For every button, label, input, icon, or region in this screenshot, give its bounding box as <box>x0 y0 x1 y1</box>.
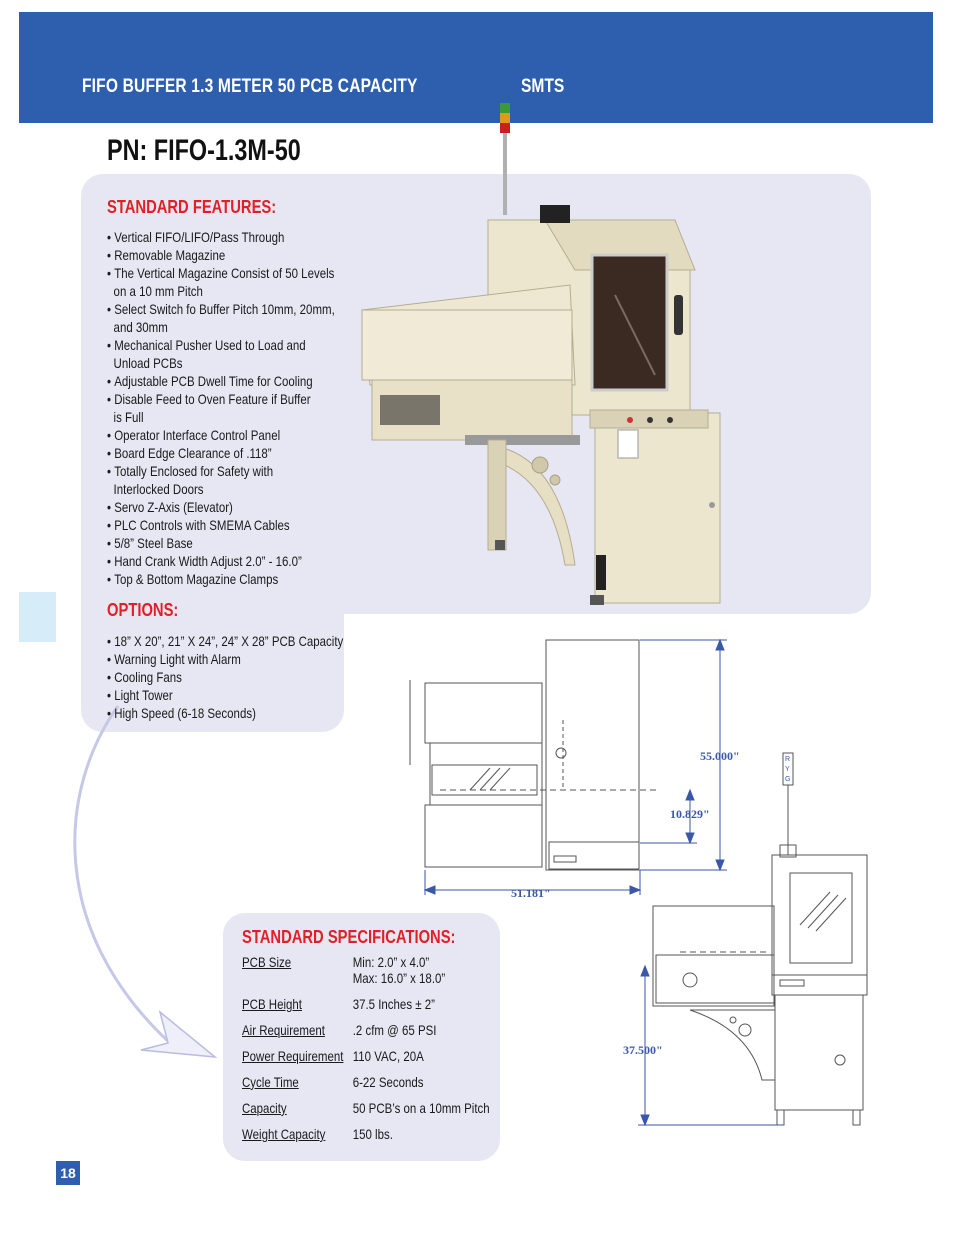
dimension-conveyor-height: 37.500" <box>623 1043 663 1057</box>
feature-item: 5/8” Steel Base <box>107 534 349 552</box>
spec-label: Air Requirement <box>242 1022 325 1038</box>
spec-label: Capacity <box>242 1100 287 1116</box>
feature-item: PLC Controls with SMEMA Cables <box>107 516 349 534</box>
option-item: 18” X 20”, 21” X 24”, 24” X 28” PCB Capa… <box>107 632 353 650</box>
spec-value: Min: 2.0” x 4.0” Max: 16.0” x 18.0” <box>352 954 446 986</box>
dimension-offset: 10.829" <box>670 807 710 821</box>
spec-label: Weight Capacity <box>242 1126 326 1142</box>
feature-item: The Vertical Magazine Consist of 50 Leve… <box>107 264 349 300</box>
spec-row: Air Requirement .2 cfm @ 65 PSI <box>242 1022 490 1038</box>
header-title: FIFO BUFFER 1.3 METER 50 PCB CAPACITY <box>82 76 418 97</box>
features-list: Vertical FIFO/LIFO/Pass ThroughRemovable… <box>107 228 349 588</box>
spec-row: PCB Size Min: 2.0” x 4.0” Max: 16.0” x 18… <box>242 954 490 986</box>
feature-item: Disable Feed to Oven Feature if Buffer i… <box>107 390 349 426</box>
dimension-width: 51.181" <box>511 886 551 900</box>
option-item: High Speed (6-18 Seconds) <box>107 704 353 722</box>
options-list: 18” X 20”, 21” X 24”, 24” X 28” PCB Capa… <box>107 632 353 722</box>
tower-letter-yellow: Y <box>785 766 790 773</box>
spec-value: 110 VAC, 20A <box>352 1048 424 1064</box>
feature-item: Board Edge Clearance of .118” <box>107 444 349 462</box>
spec-value: 50 PCB’s on a 10mm Pitch <box>352 1100 490 1116</box>
feature-item: Totally Enclosed for Safety with Interlo… <box>107 462 349 498</box>
feature-item: Removable Magazine <box>107 246 349 264</box>
option-item: Light Tower <box>107 686 353 704</box>
header-brand: SMTS <box>521 76 565 97</box>
features-title: STANDARD FEATURES: <box>107 197 277 217</box>
tower-letter-green: G <box>785 776 790 783</box>
dimension-height: 55.000" <box>700 749 740 763</box>
spec-row: Power Requirement 110 VAC, 20A <box>242 1048 490 1064</box>
header-banner: FIFO BUFFER 1.3 METER 50 PCB CAPACITY SM… <box>19 12 933 123</box>
feature-item: Servo Z-Axis (Elevator) <box>107 498 349 516</box>
machine-photo <box>361 103 721 605</box>
spec-label: Power Requirement <box>242 1048 344 1064</box>
feature-item: Top & Bottom Magazine Clamps <box>107 570 349 588</box>
spec-label: PCB Height <box>242 996 302 1012</box>
spec-row: Cycle Time 6-22 Seconds <box>242 1074 490 1090</box>
feature-item: Mechanical Pusher Used to Load and Unloa… <box>107 336 349 372</box>
spec-row: PCB Height 37.5 Inches ± 2” <box>242 996 490 1012</box>
spec-value: 37.5 Inches ± 2” <box>352 996 435 1012</box>
part-number: PN: FIFO-1.3M-50 <box>107 134 301 167</box>
spec-label: Cycle Time <box>242 1074 299 1090</box>
specifications-table: PCB Size Min: 2.0” x 4.0” Max: 16.0” x 18… <box>242 954 490 1152</box>
option-item: Cooling Fans <box>107 668 353 686</box>
side-tab <box>19 592 56 642</box>
page-number: 18 <box>56 1161 80 1185</box>
feature-item: Operator Interface Control Panel <box>107 426 349 444</box>
feature-item: Adjustable PCB Dwell Time for Cooling <box>107 372 349 390</box>
options-title: OPTIONS: <box>107 600 179 620</box>
specifications-title: STANDARD SPECIFICATIONS: <box>242 927 456 947</box>
spec-row: Capacity 50 PCB’s on a 10mm Pitch <box>242 1100 490 1116</box>
specifications-panel <box>223 913 500 1161</box>
feature-item: Vertical FIFO/LIFO/Pass Through <box>107 228 349 246</box>
feature-item: Select Switch fo Buffer Pitch 10mm, 20mm… <box>107 300 349 336</box>
option-item: Warning Light with Alarm <box>107 650 353 668</box>
spec-value: 150 lbs. <box>352 1126 393 1142</box>
spec-row: Weight Capacity 150 lbs. <box>242 1126 490 1142</box>
spec-label: PCB Size <box>242 954 292 970</box>
spec-value: .2 cfm @ 65 PSI <box>352 1022 437 1038</box>
spec-value: 6-22 Seconds <box>352 1074 424 1090</box>
tower-letter-red: R <box>785 756 790 763</box>
feature-item: Hand Crank Width Adjust 2.0” - 16.0” <box>107 552 349 570</box>
